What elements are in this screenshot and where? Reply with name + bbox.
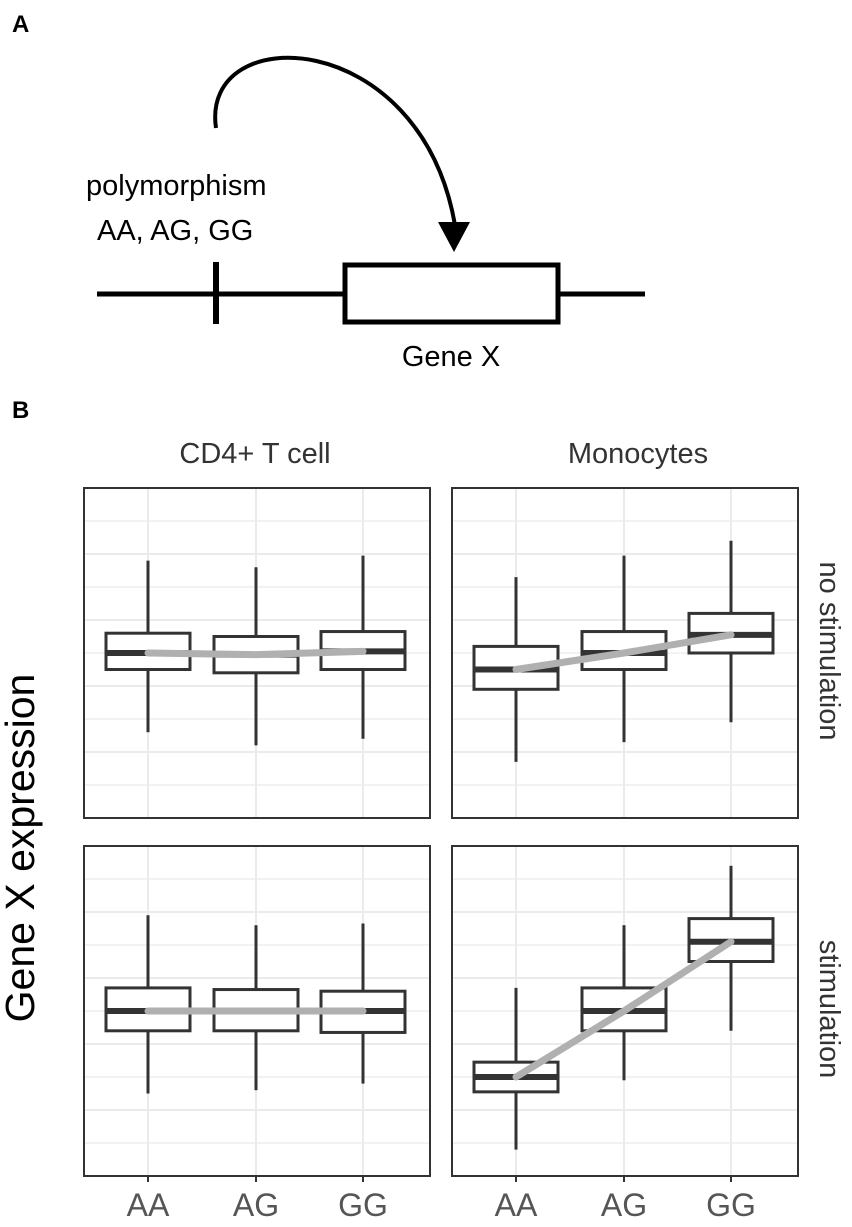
polymorphism-label: polymorphism (86, 170, 267, 202)
facet-panel-monocytes-stimulation (451, 845, 799, 1177)
y-axis-label: Gene X expression (0, 674, 43, 1023)
genotypes-label: AA, AG, GG (97, 215, 253, 247)
x-tick-label-gg: GG (338, 1187, 388, 1223)
panel-b: B Gene X expression CD4+ T cell Monocyte… (0, 397, 845, 1223)
gene-label: Gene X (402, 341, 500, 373)
median-trend-line (512, 631, 735, 673)
column-label-cd4: CD4+ T cell (179, 438, 330, 470)
panel-a-letter: A (12, 11, 29, 38)
panel-border (451, 487, 799, 819)
median-trend-line (512, 938, 735, 1081)
regulation-arrow (213, 55, 457, 226)
median-trend-line (144, 647, 367, 659)
arrowhead-icon (438, 222, 470, 252)
x-tick-label-ag: AG (601, 1187, 647, 1223)
facet-panel-cd4-stimulation (83, 845, 431, 1177)
boxplot-aa (472, 987, 560, 1150)
facet-panel-cd4-no-stimulation (83, 487, 431, 819)
x-tick-label-aa: AA (127, 1187, 170, 1223)
x-axis-ticks: AA AG GG AA AG GG (127, 1176, 756, 1223)
x-tick-label-gg: GG (706, 1187, 756, 1223)
panel-border (83, 487, 431, 819)
row-label-no-stimulation: no stimulation (813, 562, 845, 741)
boxplot-gg (687, 540, 775, 723)
panel-a: A polymorphism AA, AG, GG Gene X (12, 11, 645, 373)
x-tick-label-ag: AG (233, 1187, 279, 1223)
column-label-monocytes: Monocytes (568, 438, 708, 470)
facet-panels (83, 487, 799, 1177)
gene-box (342, 262, 561, 325)
row-label-stimulation: stimulation (813, 940, 845, 1079)
x-tick-label-aa: AA (495, 1187, 538, 1223)
panel-b-letter: B (12, 397, 29, 424)
facet-panel-monocytes-no-stimulation (451, 487, 799, 819)
